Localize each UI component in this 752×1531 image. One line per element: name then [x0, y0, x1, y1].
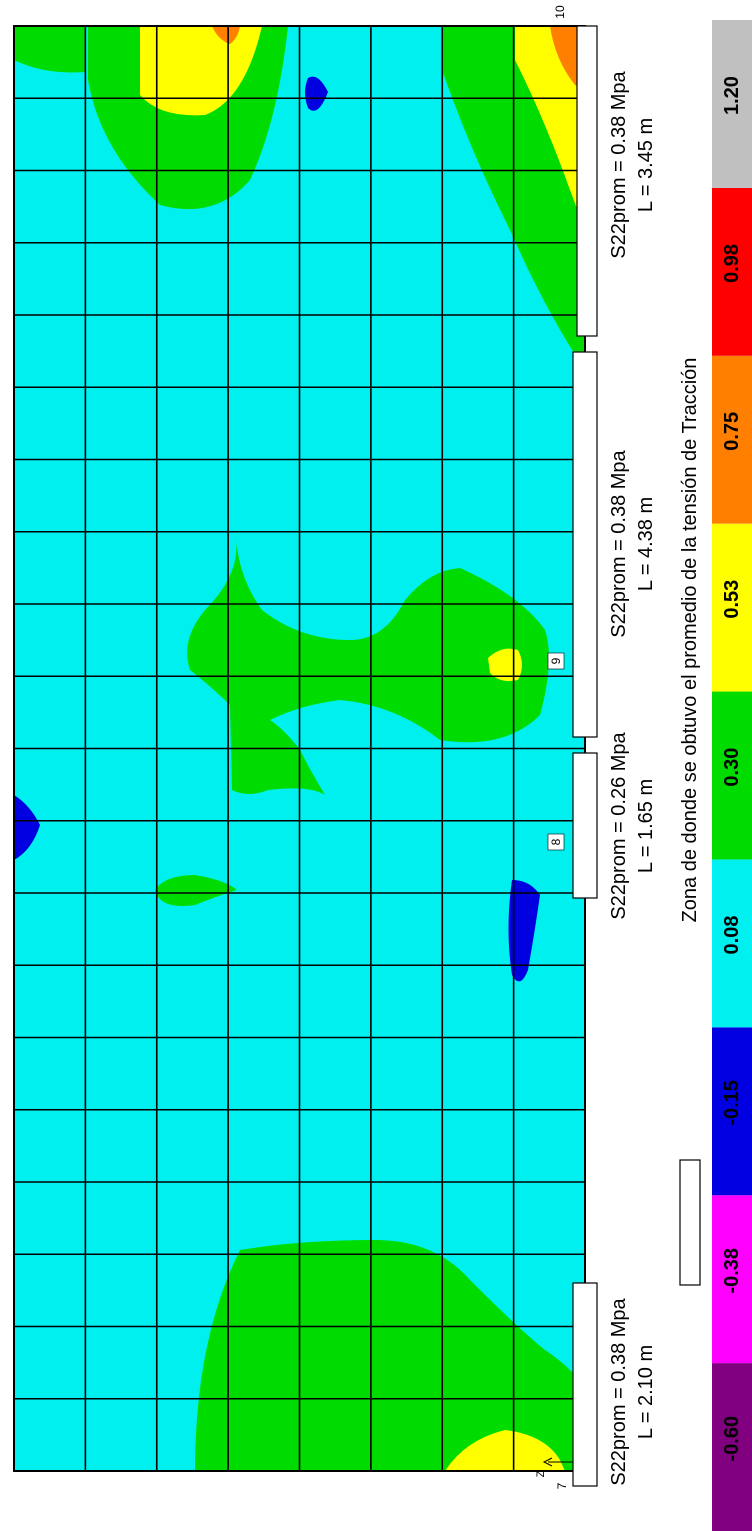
contour-blue-spot-top	[305, 76, 328, 111]
scale-label: 0.08	[721, 916, 743, 955]
scale-label: 0.53	[721, 580, 743, 619]
zone-boxes	[572, 25, 598, 1487]
zone-2-s22: S22prom = 0.26 Mpa	[608, 731, 630, 919]
zone-3-annotation: S22prom = 0.38 Mpa L = 4.38 m	[608, 449, 657, 637]
node-label-8-box: 8	[547, 833, 565, 851]
zone-1-length: L = 2.10 m	[635, 1345, 657, 1439]
scale-band-orange	[712, 355, 752, 524]
scale-band-red	[712, 187, 752, 356]
contour-plot	[13, 25, 586, 1472]
contour-yellow-top	[140, 26, 262, 116]
contour-green-sliver	[155, 875, 237, 906]
node-label-10: 10	[553, 5, 567, 19]
contour-green-top-left	[14, 26, 85, 73]
scale-band-gray	[712, 20, 752, 188]
contour-yellow-top-right	[515, 26, 585, 230]
zone-box-4	[576, 25, 598, 337]
scale-band-green	[712, 691, 752, 860]
contour-green-bottom-left	[195, 1240, 585, 1471]
scale-band-cyan	[712, 859, 752, 1028]
scale-label: 0.98	[721, 244, 743, 283]
scale-band-purple	[712, 1363, 752, 1531]
contour-orange-top	[212, 26, 240, 44]
scale-label: 1.20	[721, 76, 743, 115]
scale-label: -0.15	[721, 1080, 743, 1126]
color-scale: -0.60 -0.38 -0.15 0.08 0.30 0.53 0.75 0.98 1.20	[712, 20, 752, 1531]
zone-box-3	[572, 351, 598, 738]
scale-band-yellow	[712, 523, 752, 692]
node-label-9: 9	[549, 657, 563, 664]
zone-1-s22: S22prom = 0.38 Mpa	[608, 1297, 630, 1485]
zone-1-annotation: S22prom = 0.38 Mpa L = 2.10 m	[608, 1297, 657, 1485]
contour-blue-left-edge	[14, 795, 40, 860]
contour-border	[13, 25, 586, 1472]
zone-2-length: L = 1.65 m	[635, 779, 657, 873]
scale-label: 0.75	[721, 412, 743, 451]
scale-band-blue	[712, 1027, 752, 1196]
zone-4-s22: S22prom = 0.38 Mpa	[608, 70, 630, 258]
zone-4-length: L = 3.45 m	[635, 118, 657, 212]
scale-band-magenta	[712, 1195, 752, 1364]
contour-orange-top-right	[550, 26, 585, 90]
zone-3-length: L = 4.38 m	[635, 497, 657, 591]
zone-4-annotation: S22prom = 0.38 Mpa L = 3.45 m	[608, 70, 657, 258]
zone-3-s22: S22prom = 0.38 Mpa	[608, 449, 630, 637]
legend-caption: Zona de donde se obtuvo el promedio de l…	[679, 358, 701, 923]
axis-z-arrow	[542, 1457, 553, 1467]
zone-box-1	[572, 1282, 598, 1487]
scale-label: -0.60	[721, 1416, 743, 1462]
contour-yellow-bottom-left	[445, 1430, 565, 1471]
scale-label: -0.38	[721, 1248, 743, 1294]
zone-box-2	[572, 752, 598, 899]
legend-zone-box	[679, 1159, 701, 1286]
contour-blue-right	[508, 880, 540, 982]
node-label-9-box: 9	[547, 652, 565, 670]
zone-2-annotation: S22prom = 0.26 Mpa L = 1.65 m	[608, 731, 657, 919]
node-label-8: 8	[549, 838, 563, 845]
scale-label: 0.30	[721, 748, 743, 787]
node-label-7: 7	[555, 1482, 569, 1489]
axis-z-label: Z	[535, 1470, 547, 1477]
mesh-grid	[14, 26, 585, 1471]
